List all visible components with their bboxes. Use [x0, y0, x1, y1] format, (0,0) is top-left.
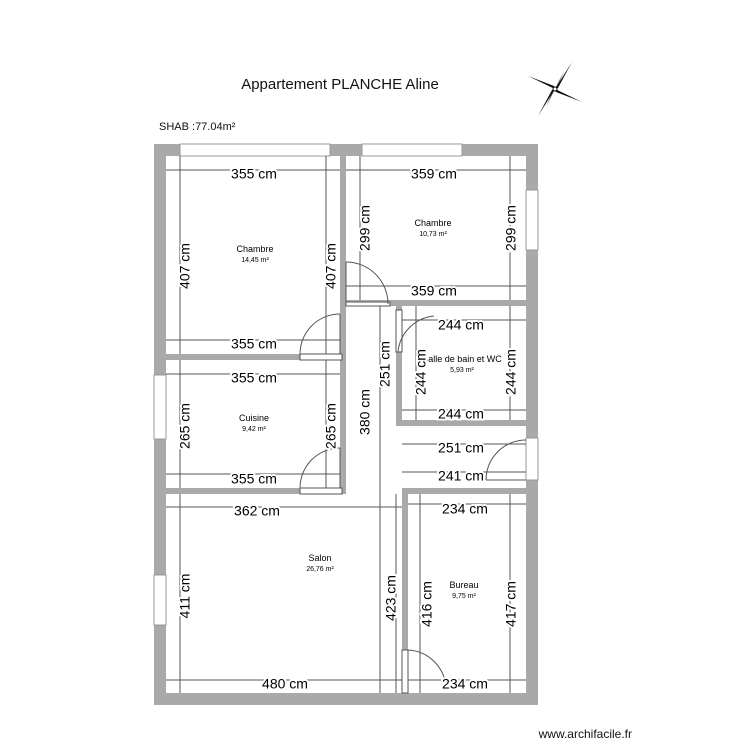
dimension-halo: 244 cm: [438, 406, 484, 422]
dimension-label: 299 cm: [357, 205, 373, 251]
dimension-halo: 299 cm: [357, 205, 373, 251]
dimension-label: 423 cm: [383, 575, 399, 621]
dimension-halo: 234 cm: [442, 676, 488, 692]
dimension-label: 407 cm: [323, 243, 339, 289]
dimension-halo: 244 cm: [438, 317, 484, 333]
dimension-label: 380 cm: [357, 389, 373, 435]
dimension-halo: 380 cm: [357, 389, 373, 435]
shab-label: SHAB :77.04m²: [159, 121, 236, 133]
room-area-cuisine: 9,42 m²: [242, 426, 266, 433]
dimension-label: 244 cm: [438, 406, 484, 422]
dimension-halo: 416 cm: [419, 581, 435, 627]
room-name-chambre-2: Chambre: [414, 218, 451, 228]
dimension-label: 407 cm: [177, 243, 193, 289]
dimension-halo: 359 cm: [411, 166, 457, 182]
dimension-halo: 355 cm: [231, 370, 277, 386]
compass-rose-icon: [528, 62, 582, 116]
dimension-label: 265 cm: [177, 403, 193, 449]
dimension-label: 265 cm: [323, 403, 339, 449]
dimension-label: 234 cm: [442, 501, 488, 517]
room-name-chambre-1: Chambre: [236, 244, 273, 254]
room-area-bureau: 9,75 m²: [452, 593, 476, 600]
room-name-salon: Salon: [308, 553, 331, 563]
room-name-bureau: Bureau: [449, 580, 478, 590]
dimension-label: 244 cm: [413, 349, 429, 395]
dimension-halo: 417 cm: [503, 581, 519, 627]
room-name-cuisine: Cuisine: [239, 413, 269, 423]
dimension-halo: 480 cm: [262, 676, 308, 692]
dimension-halo: 411 cm: [177, 574, 193, 619]
dimension-label: 355 cm: [231, 336, 277, 352]
dimension-label: 355 cm: [231, 471, 277, 487]
dimension-halo: 407 cm: [323, 243, 339, 289]
dimension-halo: 244 cm: [503, 349, 519, 395]
dimension-label: 244 cm: [438, 317, 484, 333]
dimension-halo: 407 cm: [177, 243, 193, 289]
dimension-halo: 244 cm: [413, 349, 429, 395]
dimension-halo: 265 cm: [177, 403, 193, 449]
dimension-halo: 355 cm: [231, 471, 277, 487]
dimension-label: 359 cm: [411, 283, 457, 299]
dimension-halo: 359 cm: [411, 283, 457, 299]
dimension-label: 251 cm: [438, 440, 484, 456]
dimension-halo: 355 cm: [231, 336, 277, 352]
dimension-label: 355 cm: [231, 166, 277, 182]
room-area-chambre-1: 14,45 m²: [241, 257, 269, 264]
dimension-halo: 299 cm: [503, 205, 519, 251]
dimension-halo: 251 cm: [438, 440, 484, 456]
dimension-halo: 234 cm: [442, 501, 488, 517]
windows: [153, 143, 539, 626]
dimension-label: 411 cm: [177, 574, 193, 619]
dimension-label: 251 cm: [377, 341, 393, 387]
room-area-salon: 26,76 m²: [306, 566, 334, 573]
credit-text: www.archifacile.fr: [538, 727, 632, 741]
dimension-label: 362 cm: [234, 503, 280, 519]
interior-walls: [166, 156, 526, 693]
dimension-label: 244 cm: [503, 349, 519, 395]
dimension-halo: 362 cm: [234, 503, 280, 519]
dimension-halo: 423 cm: [383, 575, 399, 621]
dimension-halo: 241 cm: [438, 468, 484, 484]
dimension-label: 241 cm: [438, 468, 484, 484]
room-area-sdb: 5,93 m²: [450, 367, 474, 374]
doors: [299, 261, 527, 694]
dimension-label: 299 cm: [503, 205, 519, 251]
reference-lines: [166, 156, 526, 693]
dimension-label: 355 cm: [231, 370, 277, 386]
dimension-label: 234 cm: [442, 676, 488, 692]
dimension-label: 359 cm: [411, 166, 457, 182]
dimension-label: 416 cm: [419, 581, 435, 627]
room-area-chambre-2: 10,73 m²: [419, 231, 447, 238]
dimension-halo: 355 cm: [231, 166, 277, 182]
plan-title: Appartement PLANCHE Aline: [241, 76, 439, 93]
dimension-label: 417 cm: [503, 581, 519, 627]
dimension-halo: 265 cm: [323, 403, 339, 449]
dimension-halo: 251 cm: [377, 341, 393, 387]
room-name-sdb: Salle de bain et WC: [422, 354, 502, 364]
dimension-label: 480 cm: [262, 676, 308, 692]
